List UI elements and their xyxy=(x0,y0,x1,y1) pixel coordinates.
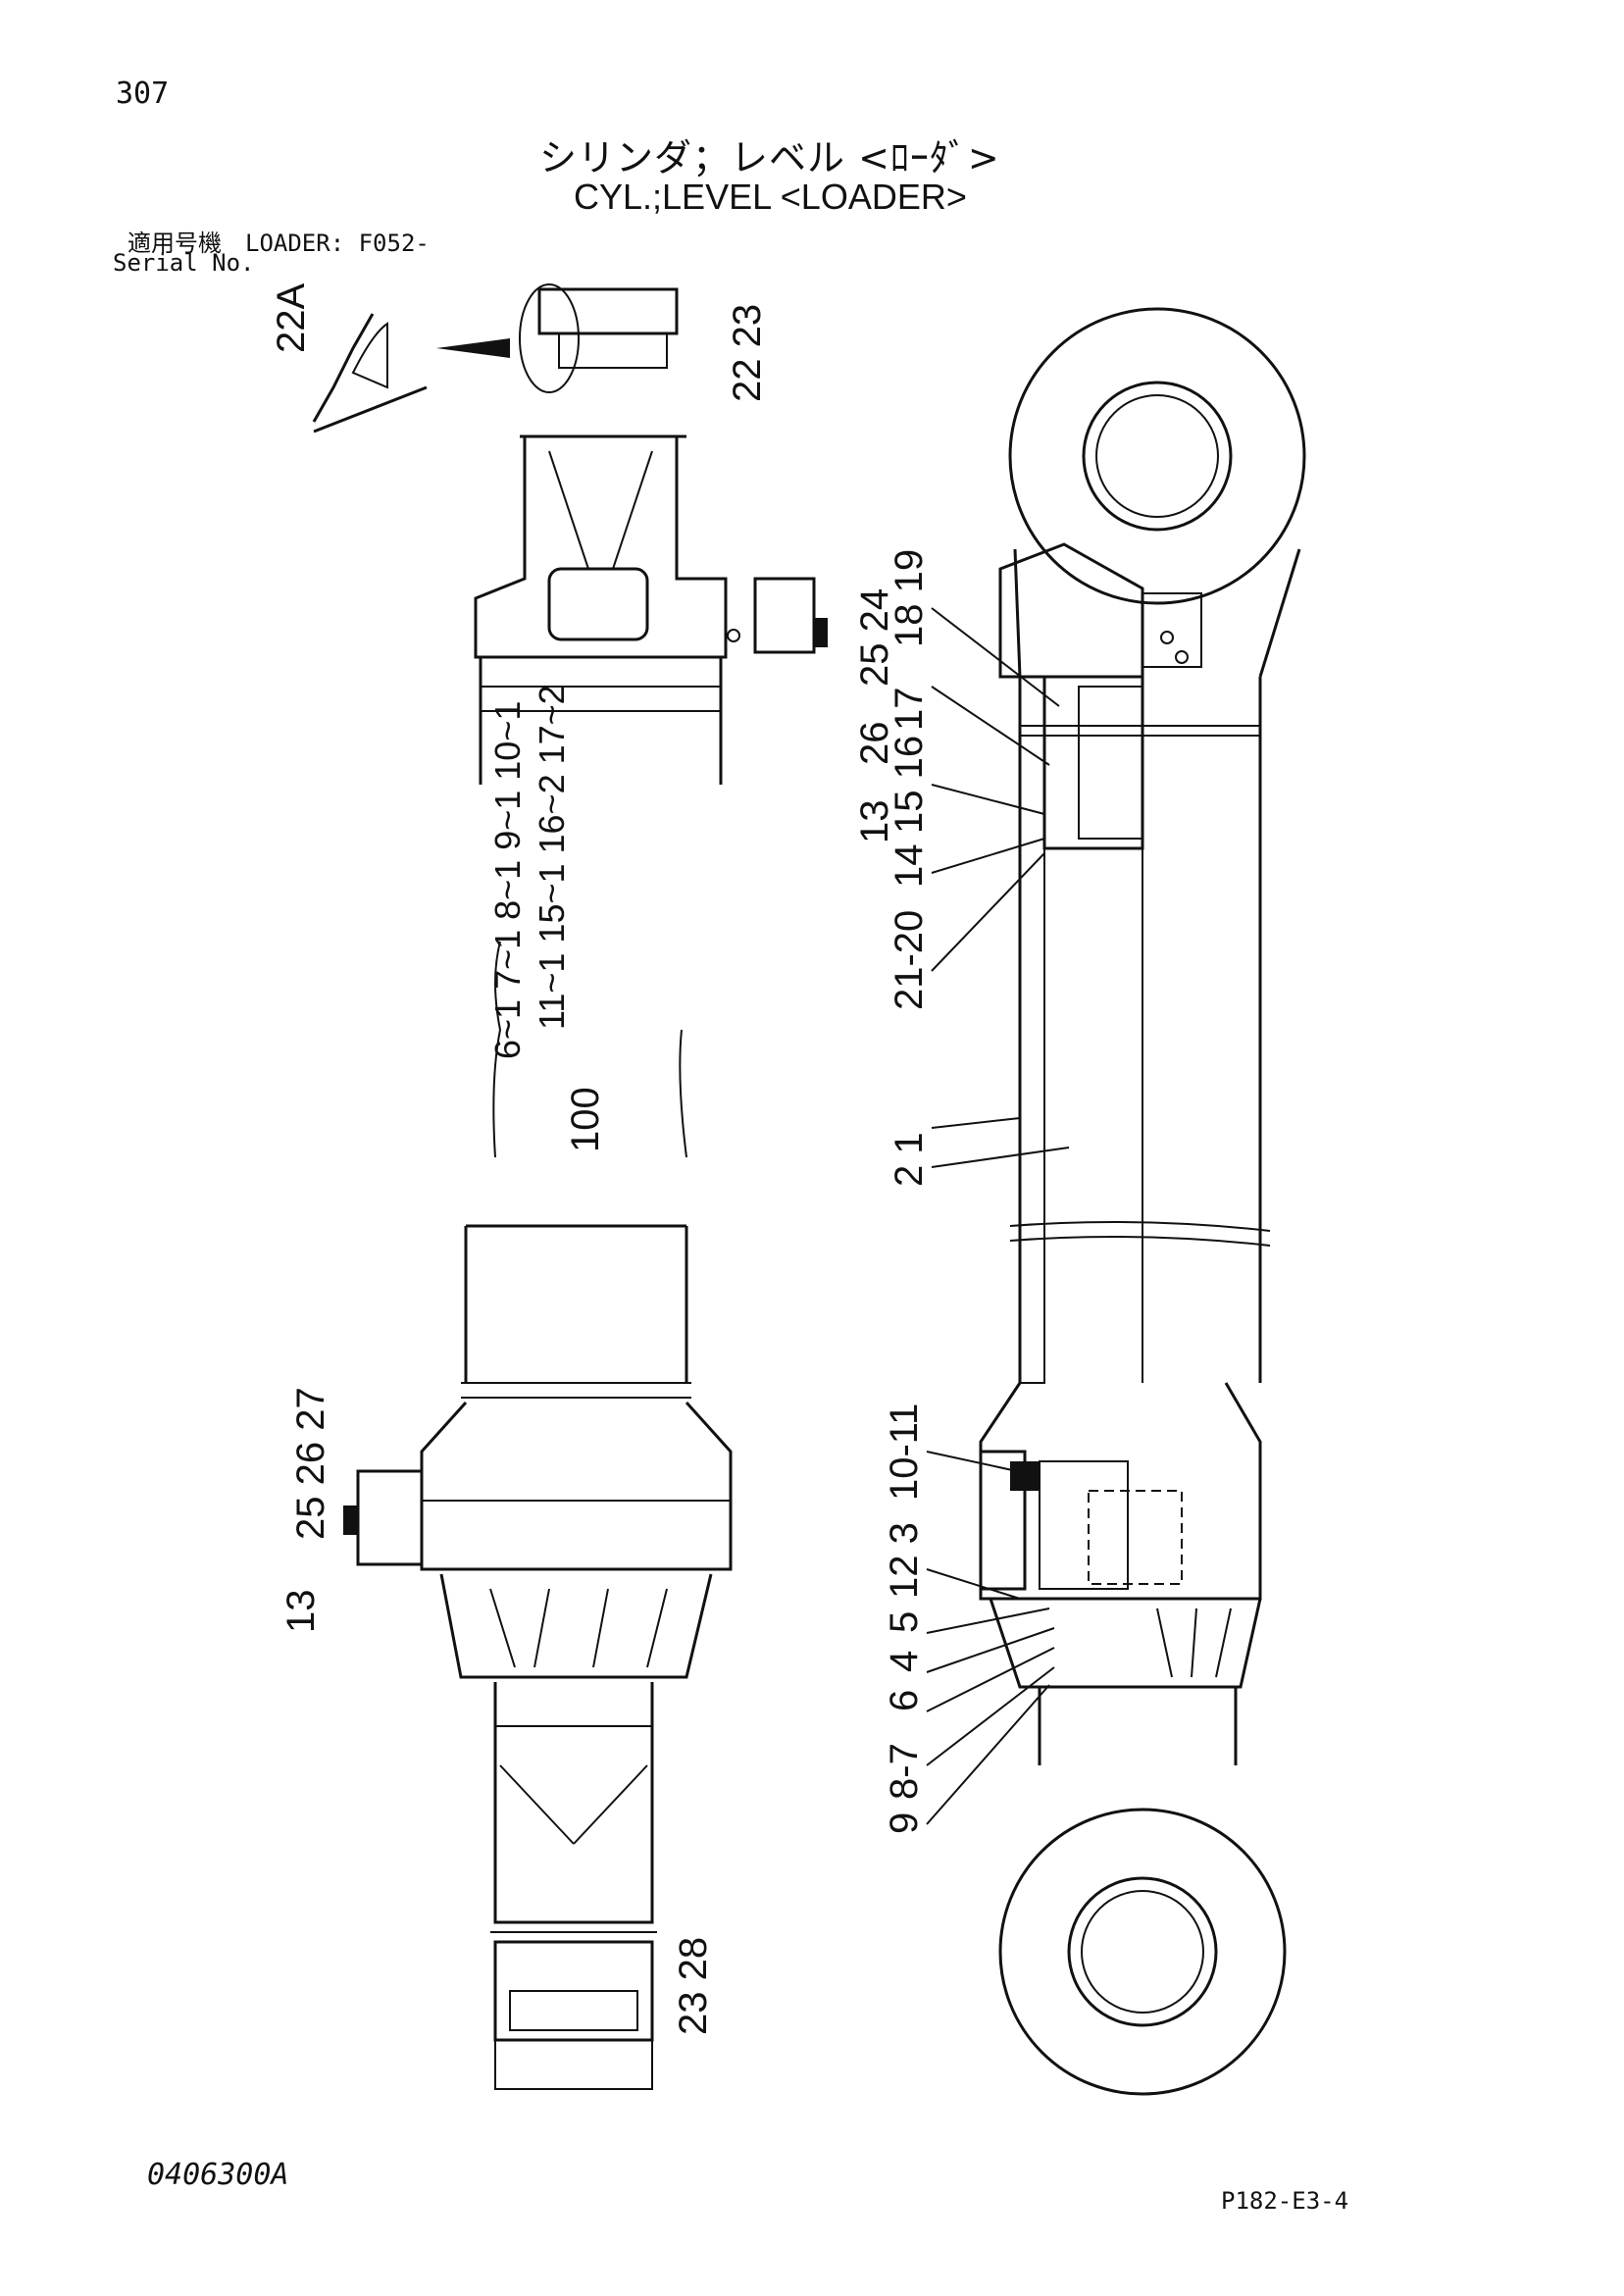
callout-5: 5 xyxy=(883,1611,926,1633)
callout-10-11: 10-11 xyxy=(883,1403,926,1501)
title-japanese: シリンダ；レベル <ﾛｰﾀﾞ> xyxy=(539,136,1000,179)
callout-12-3: 12 3 xyxy=(883,1522,926,1599)
callout-13-top: 13 xyxy=(853,800,896,844)
callout-15-16: 15 16 xyxy=(888,736,931,834)
callout-2-1: 2 1 xyxy=(888,1132,931,1187)
callout-26: 26 xyxy=(853,722,896,766)
rod-end-detail: 22A 22 23 25 24 26 13 xyxy=(270,283,896,843)
callout-100: 100 xyxy=(564,1087,607,1152)
callout-8-7: 8-7 xyxy=(883,1743,926,1800)
applicable-model: 適用号機 LOADER: F052- xyxy=(127,230,430,257)
callout-13-bottom: 13 xyxy=(279,1590,323,1634)
callout-14: 14 xyxy=(888,844,931,889)
callout-9: 9 xyxy=(883,1812,926,1834)
page-code: P182-E3-4 xyxy=(1221,2187,1349,2215)
callout-21-20: 21-20 xyxy=(888,910,931,1010)
serial-label: Serial No. xyxy=(113,249,255,277)
title-english: CYL.;LEVEL <LOADER> xyxy=(574,177,967,217)
kit-list-col2: 11~1 15~1 16~2 17~2 xyxy=(532,685,572,1030)
callout-6: 6 xyxy=(883,1690,926,1711)
page-number: 307 xyxy=(116,77,170,111)
cylinder-assembly: 18 19 17 15 16 14 21-20 2 1 10-11 12 3 5… xyxy=(883,307,1306,2096)
callout-22-23: 22 23 xyxy=(726,304,769,402)
head-end-detail: 25 26 27 13 23 28 xyxy=(279,1224,733,2090)
callout-25-26-27: 25 26 27 xyxy=(289,1387,332,1540)
drawing-number: 0406300A xyxy=(147,2158,289,2192)
callout-17: 17 xyxy=(888,688,931,732)
callout-25-24: 25 24 xyxy=(853,588,896,687)
kit-bracket: 100 6~1 7~1 8~1 9~1 10~1 11~1 15~1 16~2 … xyxy=(487,685,687,1158)
kit-list-col1: 6~1 7~1 8~1 9~1 10~1 xyxy=(487,701,528,1059)
callout-23-28: 23 28 xyxy=(672,1937,715,2035)
callout-4: 4 xyxy=(883,1651,926,1672)
callout-22A: 22A xyxy=(270,283,313,353)
callout-18-19: 18 19 xyxy=(888,549,931,647)
